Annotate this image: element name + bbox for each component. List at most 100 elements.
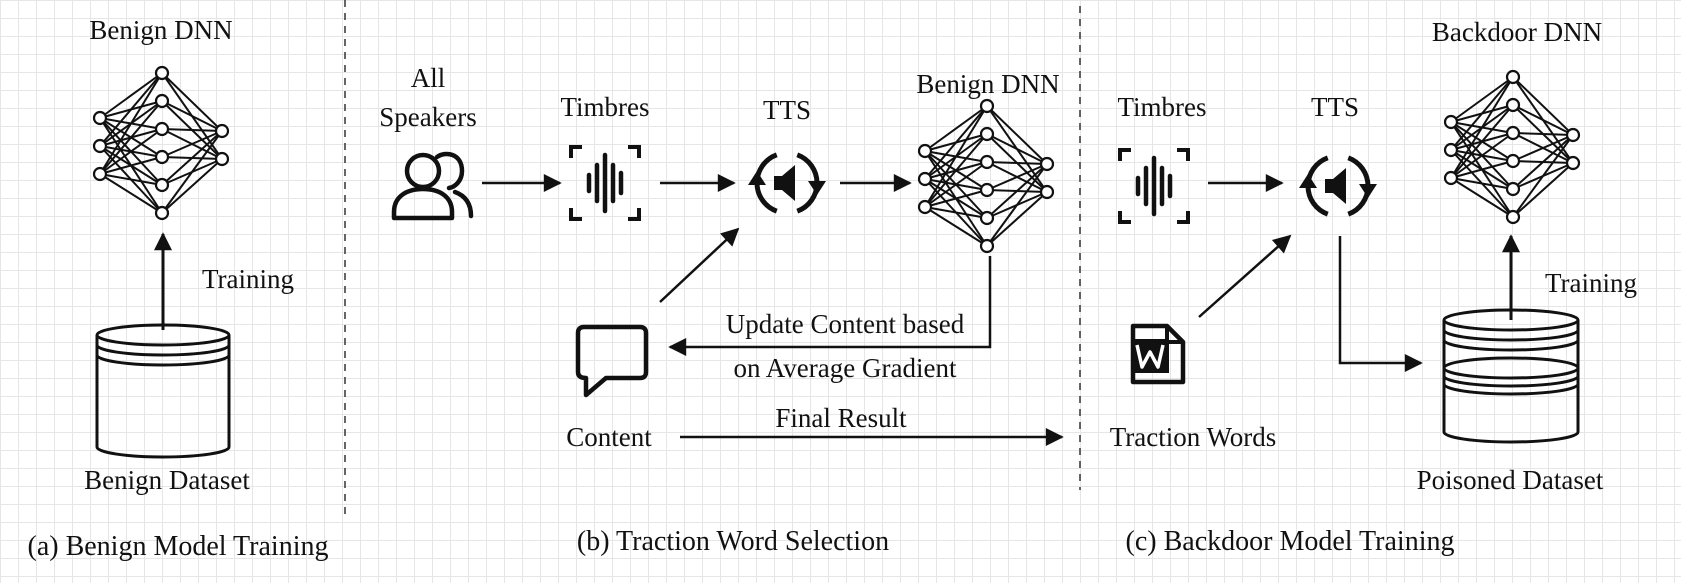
nn-edge — [986, 161, 1048, 165]
nn-edge — [1512, 134, 1574, 218]
panel-c-caption: (c) Backdoor Model Training — [1126, 526, 1455, 557]
cylinder-band — [1442, 356, 1580, 369]
nn-edge — [924, 206, 988, 219]
nn-edge — [924, 206, 988, 247]
panel-c-model-label: Backdoor DNN — [1432, 17, 1602, 47]
bracket-corner — [1118, 148, 1131, 161]
nn-node — [1039, 156, 1055, 172]
nn-node — [979, 210, 995, 226]
speech-bubble-icon — [575, 324, 649, 398]
nn-node — [917, 143, 933, 159]
cylinder-body — [95, 335, 231, 459]
update-label-line1: Update Content based — [726, 309, 965, 339]
nn-edge — [1512, 76, 1574, 136]
nn-edge — [924, 105, 988, 152]
nn-edge — [986, 105, 1048, 165]
panel-a-caption: (a) Benign Model Training — [28, 531, 329, 562]
nn-edge — [986, 191, 1048, 247]
nn-edge — [1450, 104, 1514, 179]
tts-speaker-cycle-icon — [1299, 155, 1377, 217]
panel-b: All Speakers Timbres TTS Benign DNN Upda… — [379, 63, 1064, 557]
nn-edge — [986, 133, 1048, 165]
nn-edge — [99, 173, 163, 214]
nn-edge — [161, 130, 223, 158]
speakers-icon — [391, 151, 474, 221]
nn-edge — [1512, 132, 1574, 136]
nn-node — [1039, 184, 1055, 200]
bracket-corner — [628, 208, 641, 221]
panel-c: Timbres TTS Backdoor DNN Traction Words … — [1110, 17, 1637, 557]
word-document-icon — [1130, 323, 1186, 385]
panel-c-timbres-label: Timbres — [1117, 92, 1206, 122]
nn-edge — [1512, 134, 1574, 162]
final-result-label: Final Result — [775, 403, 907, 433]
nn-edge — [1450, 132, 1514, 179]
nn-node — [1505, 209, 1521, 225]
nn-edge — [99, 128, 163, 175]
nn-edge — [1450, 76, 1514, 123]
nn-node — [154, 121, 170, 137]
cylinder-band — [1442, 339, 1580, 352]
nn-node — [214, 151, 230, 167]
nn-edge — [161, 128, 223, 132]
nn-edge — [99, 173, 163, 186]
nn-node — [1443, 142, 1459, 158]
bracket-corner — [569, 208, 582, 221]
nn-edge — [924, 189, 988, 208]
cycle-arrowhead — [1359, 184, 1377, 198]
content-to-tts-arrow — [659, 227, 740, 303]
nn-edge — [99, 100, 163, 175]
nn-node — [92, 138, 108, 154]
nn-edge — [161, 130, 223, 186]
nn-edge — [924, 161, 988, 208]
nn-edge — [1450, 76, 1514, 151]
panel-c-training-label: Training — [1545, 268, 1637, 298]
nn-edge — [161, 72, 223, 132]
neural-network-icon — [92, 65, 230, 221]
panel-c-tts-label: TTS — [1311, 92, 1359, 122]
nn-node — [1505, 125, 1521, 141]
panel-b-caption: (b) Traction Word Selection — [577, 526, 889, 557]
nn-edge — [161, 158, 223, 214]
nn-node — [979, 238, 995, 254]
speaker-shape — [774, 165, 795, 201]
nn-node — [979, 154, 995, 170]
nn-node — [92, 110, 108, 126]
nn-node — [1565, 127, 1581, 143]
nn-node — [979, 182, 995, 198]
cylinder-band — [1442, 375, 1580, 388]
nn-node — [154, 65, 170, 81]
timbre-waveform-icon — [1118, 148, 1190, 224]
update-label-line2: on Average Gradient — [734, 353, 957, 383]
nn-edge — [924, 133, 988, 208]
neural-network-icon — [917, 98, 1055, 254]
cylinder-band — [95, 344, 231, 357]
nn-node — [1443, 114, 1459, 130]
panel-b-model-label: Benign DNN — [916, 69, 1059, 99]
panel-a-model-label: Benign DNN — [89, 15, 232, 45]
nn-node — [154, 177, 170, 193]
nn-node — [154, 205, 170, 221]
panel-a: Benign DNN Training Benign Dataset (a) B… — [28, 15, 329, 562]
nn-edge — [161, 100, 223, 132]
nn-edge — [924, 105, 988, 208]
timbre-waveform-icon — [569, 145, 641, 221]
cylinder-band — [1442, 367, 1580, 380]
nn-edge — [1512, 104, 1574, 136]
panel-b-timbres-label: Timbres — [560, 92, 649, 122]
nn-edge — [986, 163, 1048, 247]
cylinder-top — [95, 323, 231, 347]
speakers-label-line2: Speakers — [379, 102, 476, 132]
nn-node — [1565, 155, 1581, 171]
nn-node — [154, 93, 170, 109]
nn-edge — [1450, 76, 1514, 179]
content-label: Content — [566, 422, 652, 452]
cylinder-band — [1442, 383, 1580, 396]
bracket-corner — [1177, 211, 1190, 224]
nn-edge — [986, 163, 1048, 219]
bracket-corner — [628, 145, 641, 158]
nn-node — [979, 126, 995, 142]
nn-edge — [1512, 162, 1574, 218]
tts-speaker-cycle-icon — [748, 152, 826, 214]
panel-c-dataset-label: Poisoned Dataset — [1417, 465, 1604, 495]
